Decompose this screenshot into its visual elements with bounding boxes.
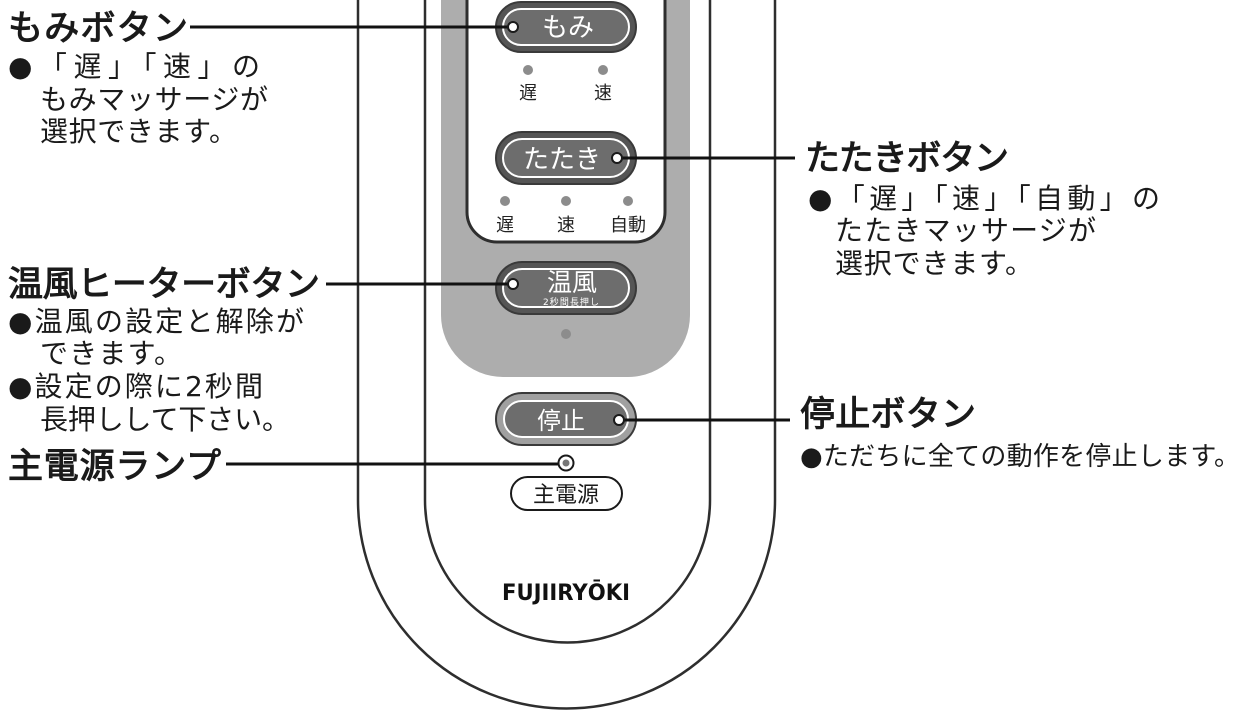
power-lamp-icon <box>557 454 575 472</box>
heater-indicator <box>561 329 571 339</box>
stop-button-label: 停止 <box>537 407 585 435</box>
heater-callout-desc: ●温風の設定と解除が <box>8 305 304 338</box>
stop-callout-title: 停止ボタン <box>800 395 976 435</box>
stop-button[interactable]: 停止 <box>495 392 637 446</box>
tataki-slow-indicator <box>500 196 510 206</box>
tataki-auto-label: 自動 <box>610 215 646 236</box>
momi-callout-desc: 選択できます。 <box>40 115 237 148</box>
momi-button-label: もみ <box>542 13 594 43</box>
heater-callout-desc: できます。 <box>40 337 182 370</box>
heater-button-sublabel: 2秒間長押し <box>543 296 599 308</box>
momi-callout-desc: ●「遅」「速」の <box>8 50 260 83</box>
heater-callout-desc: ●設定の際に2秒間 <box>8 370 263 403</box>
tataki-callout-desc: たたきマッサージが <box>835 214 1096 247</box>
power-lamp-core <box>562 459 570 467</box>
momi-slow-indicator <box>523 65 533 75</box>
heater-leader-dot-icon <box>507 278 519 290</box>
momi-fast-label: 速 <box>594 83 612 104</box>
heater-button-face <box>502 268 630 308</box>
power-lamp-callout-title: 主電源ランプ <box>8 447 221 487</box>
power-lamp-label: 主電源 <box>533 483 599 508</box>
tataki-auto-indicator <box>623 196 633 206</box>
heater-button[interactable]: 温風 2秒間長押し <box>495 261 637 315</box>
heater-button-label: 温風 <box>547 268 597 297</box>
heater-callout-desc: 長押しして下さい。 <box>40 403 290 436</box>
stop-leader-dot-icon <box>613 414 625 426</box>
tataki-button[interactable]: たたき <box>495 131 637 185</box>
tataki-fast-label: 速 <box>557 215 575 236</box>
tataki-leader-dot-icon <box>611 152 623 164</box>
momi-slow-label: 遅 <box>519 83 537 104</box>
momi-button[interactable]: もみ <box>495 1 637 53</box>
momi-callout-title: もみボタン <box>8 9 188 49</box>
tataki-slow-label: 遅 <box>496 215 514 236</box>
momi-fast-indicator <box>598 65 608 75</box>
power-lamp-label-frame <box>510 476 623 511</box>
tataki-callout-desc: ●「遅」「速」「自動」の <box>808 182 1160 215</box>
tataki-callout-desc: 選択できます。 <box>835 247 1033 280</box>
stop-callout-desc: ●ただちに全ての動作を停止します。 <box>800 442 1240 472</box>
tataki-button-label: たたき <box>523 145 601 175</box>
tataki-callout-title: たたきボタン <box>805 139 1009 179</box>
momi-leader-dot-icon <box>507 21 519 33</box>
momi-callout-desc: もみマッサージが <box>40 83 268 116</box>
brand-logo: FUJIIRYŌKI <box>502 580 630 606</box>
heater-callout-title: 温風ヒーターボタン <box>8 265 320 305</box>
tataki-fast-indicator <box>561 196 571 206</box>
